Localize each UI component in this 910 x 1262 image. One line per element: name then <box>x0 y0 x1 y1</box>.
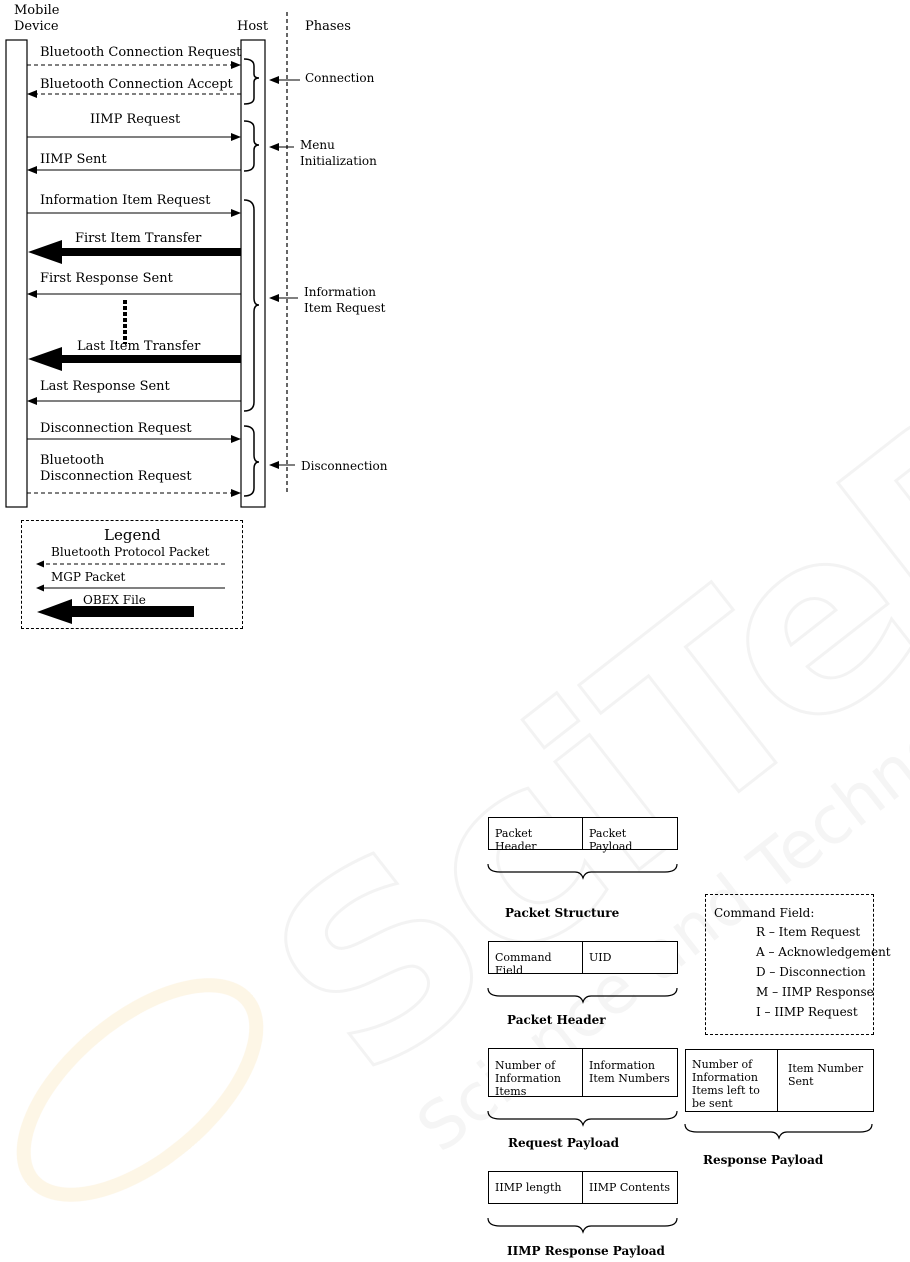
msg-arrow-last-item-transfer <box>28 347 241 371</box>
msg-label-bt-connection-accept: Bluetooth Connection Accept <box>40 77 233 92</box>
sequence-diagram <box>5 12 300 508</box>
response-payload-brace <box>684 1123 873 1140</box>
information-item-brace <box>243 199 260 412</box>
command-field-legend <box>705 894 874 1035</box>
item-numbers-cell: Information Item Numbers <box>589 1059 670 1085</box>
command-item-a: A – Acknowledgement <box>756 945 891 959</box>
legend-thick-arrow <box>37 599 194 624</box>
msg-label-last-item-transfer: Last Item Transfer <box>77 339 201 354</box>
menu-init-brace <box>243 120 260 172</box>
host-label: Host <box>237 19 269 34</box>
item-number-sent-cell: Item Number Sent <box>788 1062 864 1088</box>
packet-header-brace <box>487 987 678 1004</box>
legend-swatches <box>36 560 225 624</box>
msg-label-bt-disconnection-request: Bluetooth Disconnection Request <box>40 453 192 484</box>
phase-label-menu-initialization: Menu Initialization <box>300 138 377 168</box>
msg-label-iimp-sent: IIMP Sent <box>40 152 107 167</box>
msg-label-iimp-request: IIMP Request <box>90 112 181 127</box>
iimp-contents-cell: IIMP Contents <box>589 1181 671 1194</box>
phase-label-disconnection: Disconnection <box>301 459 388 473</box>
mobile-device-lifeline <box>5 39 28 508</box>
phase-label-connection: Connection <box>305 71 375 85</box>
legend-box <box>21 520 243 629</box>
command-item-m: M – IIMP Response <box>756 985 874 999</box>
command-item-r: R – Item Request <box>756 925 861 939</box>
msg-label-bt-connection-request: Bluetooth Connection Request <box>40 45 242 60</box>
msg-label-information-item-request: Information Item Request <box>40 193 211 208</box>
msg-arrow-first-item-transfer <box>28 240 241 264</box>
msg-label-first-response-sent: First Response Sent <box>40 271 173 286</box>
legend-label-bluetooth: Bluetooth Protocol Packet <box>51 545 210 559</box>
mobile-device-label: Mobile Device <box>14 3 60 34</box>
phase-label-information-item-request: Information Item Request <box>304 285 386 315</box>
iimp-length-cell: IIMP length <box>489 1172 583 1203</box>
msg-label-disconnection-request: Disconnection Request <box>40 421 192 436</box>
packet-structure-box: Packet Header Packet Payload <box>488 817 678 853</box>
response-payload-caption: Response Payload <box>703 1153 824 1167</box>
msg-label-last-response-sent: Last Response Sent <box>40 379 170 394</box>
request-payload-box: Number of Information Items Information … <box>488 1048 678 1098</box>
msg-label-first-item-transfer: First Item Transfer <box>75 231 202 246</box>
legend-title: Legend <box>104 526 161 544</box>
packet-header-cell: Packet Header <box>489 818 583 853</box>
packet-structure-brace <box>487 863 678 880</box>
packet-header-box: Command Field UID <box>488 941 678 977</box>
legend-label-mgp: MGP Packet <box>51 570 126 584</box>
request-payload-caption: Request Payload <box>508 1136 620 1150</box>
command-field-title: Command Field: <box>714 906 815 920</box>
iimp-payload-brace <box>487 1217 678 1234</box>
packet-structure-caption: Packet Structure <box>505 906 620 920</box>
legend-label-obex: OBEX File <box>83 593 146 607</box>
response-payload-box: Number of Information Items left to be s… <box>685 1049 874 1112</box>
iimp-payload-caption: IIMP Response Payload <box>507 1244 665 1258</box>
iimp-payload-box: IIMP length IIMP Contents <box>488 1171 678 1204</box>
connection-brace <box>243 58 260 105</box>
command-item-i: I – IIMP Request <box>756 1005 858 1019</box>
packet-header-caption: Packet Header <box>507 1013 606 1027</box>
items-left-cell: Number of Information Items left to be s… <box>686 1050 778 1111</box>
packet-payload-cell: Packet Payload <box>589 827 633 853</box>
disconnection-brace <box>243 425 260 497</box>
phases-label: Phases <box>305 19 351 34</box>
uid-cell: UID <box>589 951 612 964</box>
number-of-items-cell: Number of Information Items <box>489 1049 583 1098</box>
command-field-cell: Command Field <box>489 942 583 977</box>
command-item-d: D – Disconnection <box>756 965 866 979</box>
request-payload-brace <box>487 1110 678 1127</box>
